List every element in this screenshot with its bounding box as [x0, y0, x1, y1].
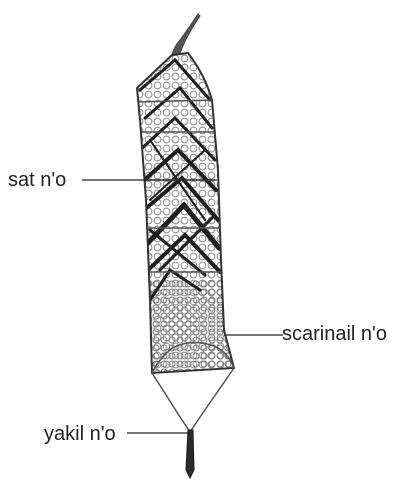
- label-yakil: yakil n'o: [44, 424, 116, 444]
- top-spike: [172, 14, 200, 56]
- label-scarinail: scarinail n'o: [282, 324, 387, 344]
- funnel-sides: [152, 368, 234, 432]
- tail-stalk: [186, 430, 194, 478]
- label-sat: sat n'o: [8, 170, 66, 190]
